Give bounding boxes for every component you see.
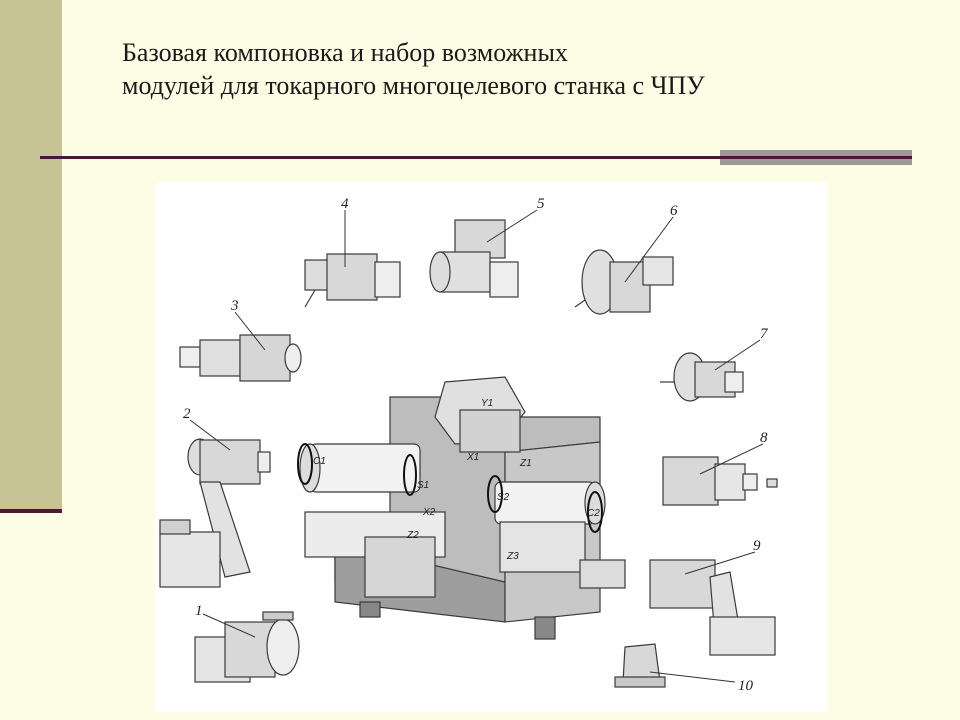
module-number-7: 7 <box>760 326 769 342</box>
machine-bed <box>299 376 626 640</box>
axis-label-c1: C1 <box>313 456 326 467</box>
module-1 <box>194 611 300 683</box>
module-number-3: 3 <box>230 298 239 314</box>
axis-rings <box>297 443 603 533</box>
axis-label-x1: X1 <box>466 452 479 463</box>
axis-label-z3: Z3 <box>506 551 519 562</box>
module-number-2: 2 <box>183 406 191 422</box>
module-number-9: 9 <box>753 538 761 554</box>
slide-title-line-1: Базовая компоновка и набор возможных <box>122 38 568 67</box>
axis-label-y1: Y1 <box>481 398 493 409</box>
side-band <box>0 0 62 512</box>
axis-label-z2: Z2 <box>406 530 419 541</box>
leader-lines <box>189 209 764 683</box>
machine-drawing-svg: 1 2 3 4 5 6 7 8 9 10 Y1 X1 Z1 C1 S1 X2 Z… <box>159 196 778 694</box>
module-number-10: 10 <box>738 678 754 694</box>
title-divider-accent <box>720 150 912 165</box>
module-2 <box>159 438 271 588</box>
module-number-8: 8 <box>760 430 768 446</box>
axis-label-z1: Z1 <box>519 458 532 469</box>
module-number-4: 4 <box>341 196 349 212</box>
axis-label-x2: X2 <box>422 507 436 518</box>
module-7 <box>660 352 744 402</box>
module-number-6: 6 <box>670 203 678 219</box>
module-6 <box>574 249 674 315</box>
module-5 <box>429 219 519 298</box>
module-number-1: 1 <box>195 603 203 619</box>
machine-drawing: 1 2 3 4 5 6 7 8 9 10 Y1 X1 Z1 C1 S1 X2 Z… <box>155 182 828 712</box>
module-4 <box>304 253 401 308</box>
module-number-5: 5 <box>537 196 545 212</box>
module-8 <box>662 456 778 506</box>
side-rule <box>0 509 62 513</box>
module-3 <box>179 334 302 382</box>
module-9 <box>649 559 776 656</box>
title-divider <box>40 156 912 159</box>
slide-title: Базовая компоновка и набор возможных мод… <box>122 36 922 102</box>
axis-label-s2: S2 <box>497 492 510 503</box>
slide-title-line-2: модулей для токарного многоцелевого стан… <box>122 71 705 100</box>
module-10 <box>614 643 666 688</box>
axis-label-s1: S1 <box>417 480 429 491</box>
axis-label-c2: C2 <box>587 508 600 519</box>
